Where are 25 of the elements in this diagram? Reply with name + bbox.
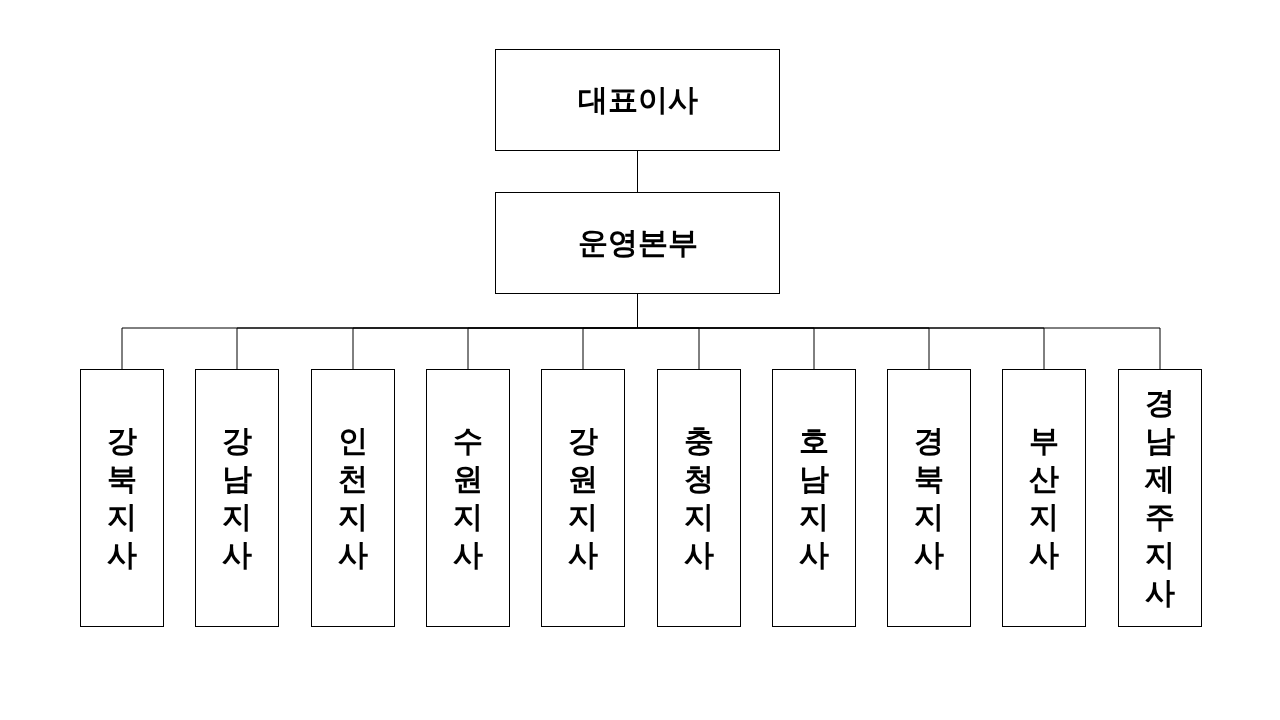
box-label: 강남지사 [221,422,253,574]
org-box [311,369,395,627]
org-box [772,369,856,627]
org-box [426,369,510,627]
org-box [495,192,780,294]
box-label: 인천지사 [337,422,369,574]
org-box [1118,369,1202,627]
box-label: 부산지사 [1028,422,1060,574]
org-box [80,369,164,627]
org-box [495,49,780,151]
org-box [1002,369,1086,627]
org-box [657,369,741,627]
box-label: 충청지사 [683,422,715,574]
org-box [541,369,625,627]
box-label: 경남제주지사 [1144,384,1176,612]
box-label: 운영본부 [577,224,698,262]
connector-line [637,150,638,193]
org-box [887,369,971,627]
box-label: 경북지사 [913,422,945,574]
box-label: 수원지사 [452,422,484,574]
org-box [195,369,279,627]
box-label: 강북지사 [106,422,138,574]
box-label: 호남지사 [798,422,830,574]
box-label: 대표이사 [577,81,698,119]
box-label: 강원지사 [567,422,599,574]
